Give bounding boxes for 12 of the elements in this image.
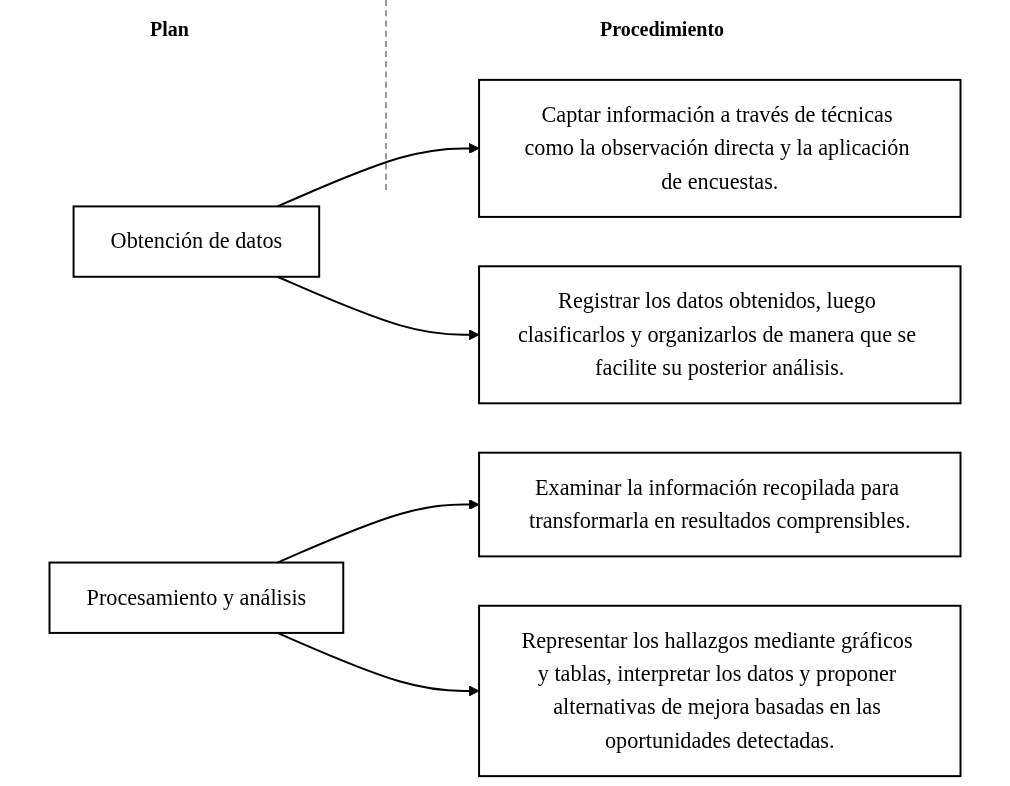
column-heading: Plan <box>150 18 189 41</box>
arrow <box>276 142 480 208</box>
node-box: Examinar la información recopilada para transformarla en resultados comprensibles. <box>478 451 962 558</box>
node-box: Obtención de datos <box>72 205 321 278</box>
arrow <box>276 275 480 341</box>
column-heading: Procedimiento <box>600 18 725 41</box>
arrow <box>276 499 480 564</box>
node-box: Captar información a través de técnicas como la observación directa y la aplicación de encuestas. <box>478 78 962 218</box>
node-box: Representar los hallazgos mediante gráficos y tablas, interpretar los datos y proponer alternativas de mejora basadas en las oportunidades detectadas. <box>478 604 962 778</box>
node-box: Procesamiento y análisis <box>48 561 345 634</box>
arrow <box>276 631 480 697</box>
node-box: Registrar los datos obtenidos, luego clasificarlos y organizarlos de manera que se facilite su posterior análisis. <box>478 265 962 405</box>
